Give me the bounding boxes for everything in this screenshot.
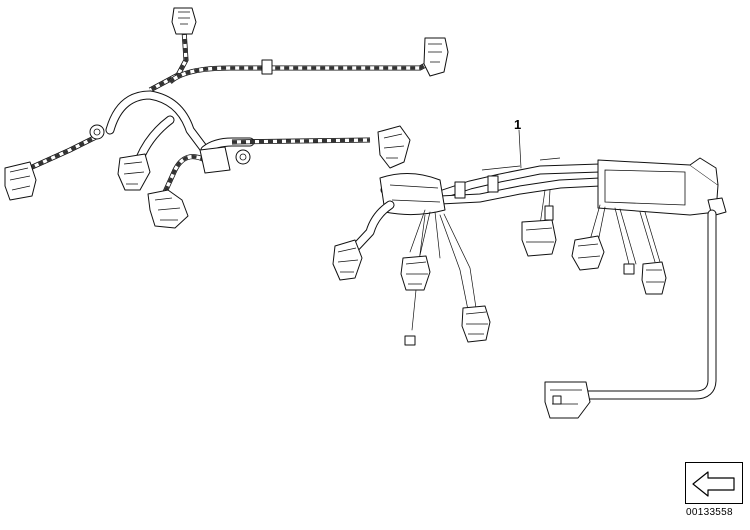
- part-number-label: 1: [514, 117, 522, 132]
- main-harness-trunk: [350, 125, 727, 400]
- upper-left-harness: [28, 29, 437, 194]
- upper-left-connectors: [4, 7, 449, 229]
- left-arrow-icon: [692, 471, 735, 497]
- diagram-reference-code: 00133558: [686, 507, 733, 518]
- lower-connectors: [332, 189, 667, 419]
- navigation-back-button[interactable]: [685, 462, 743, 504]
